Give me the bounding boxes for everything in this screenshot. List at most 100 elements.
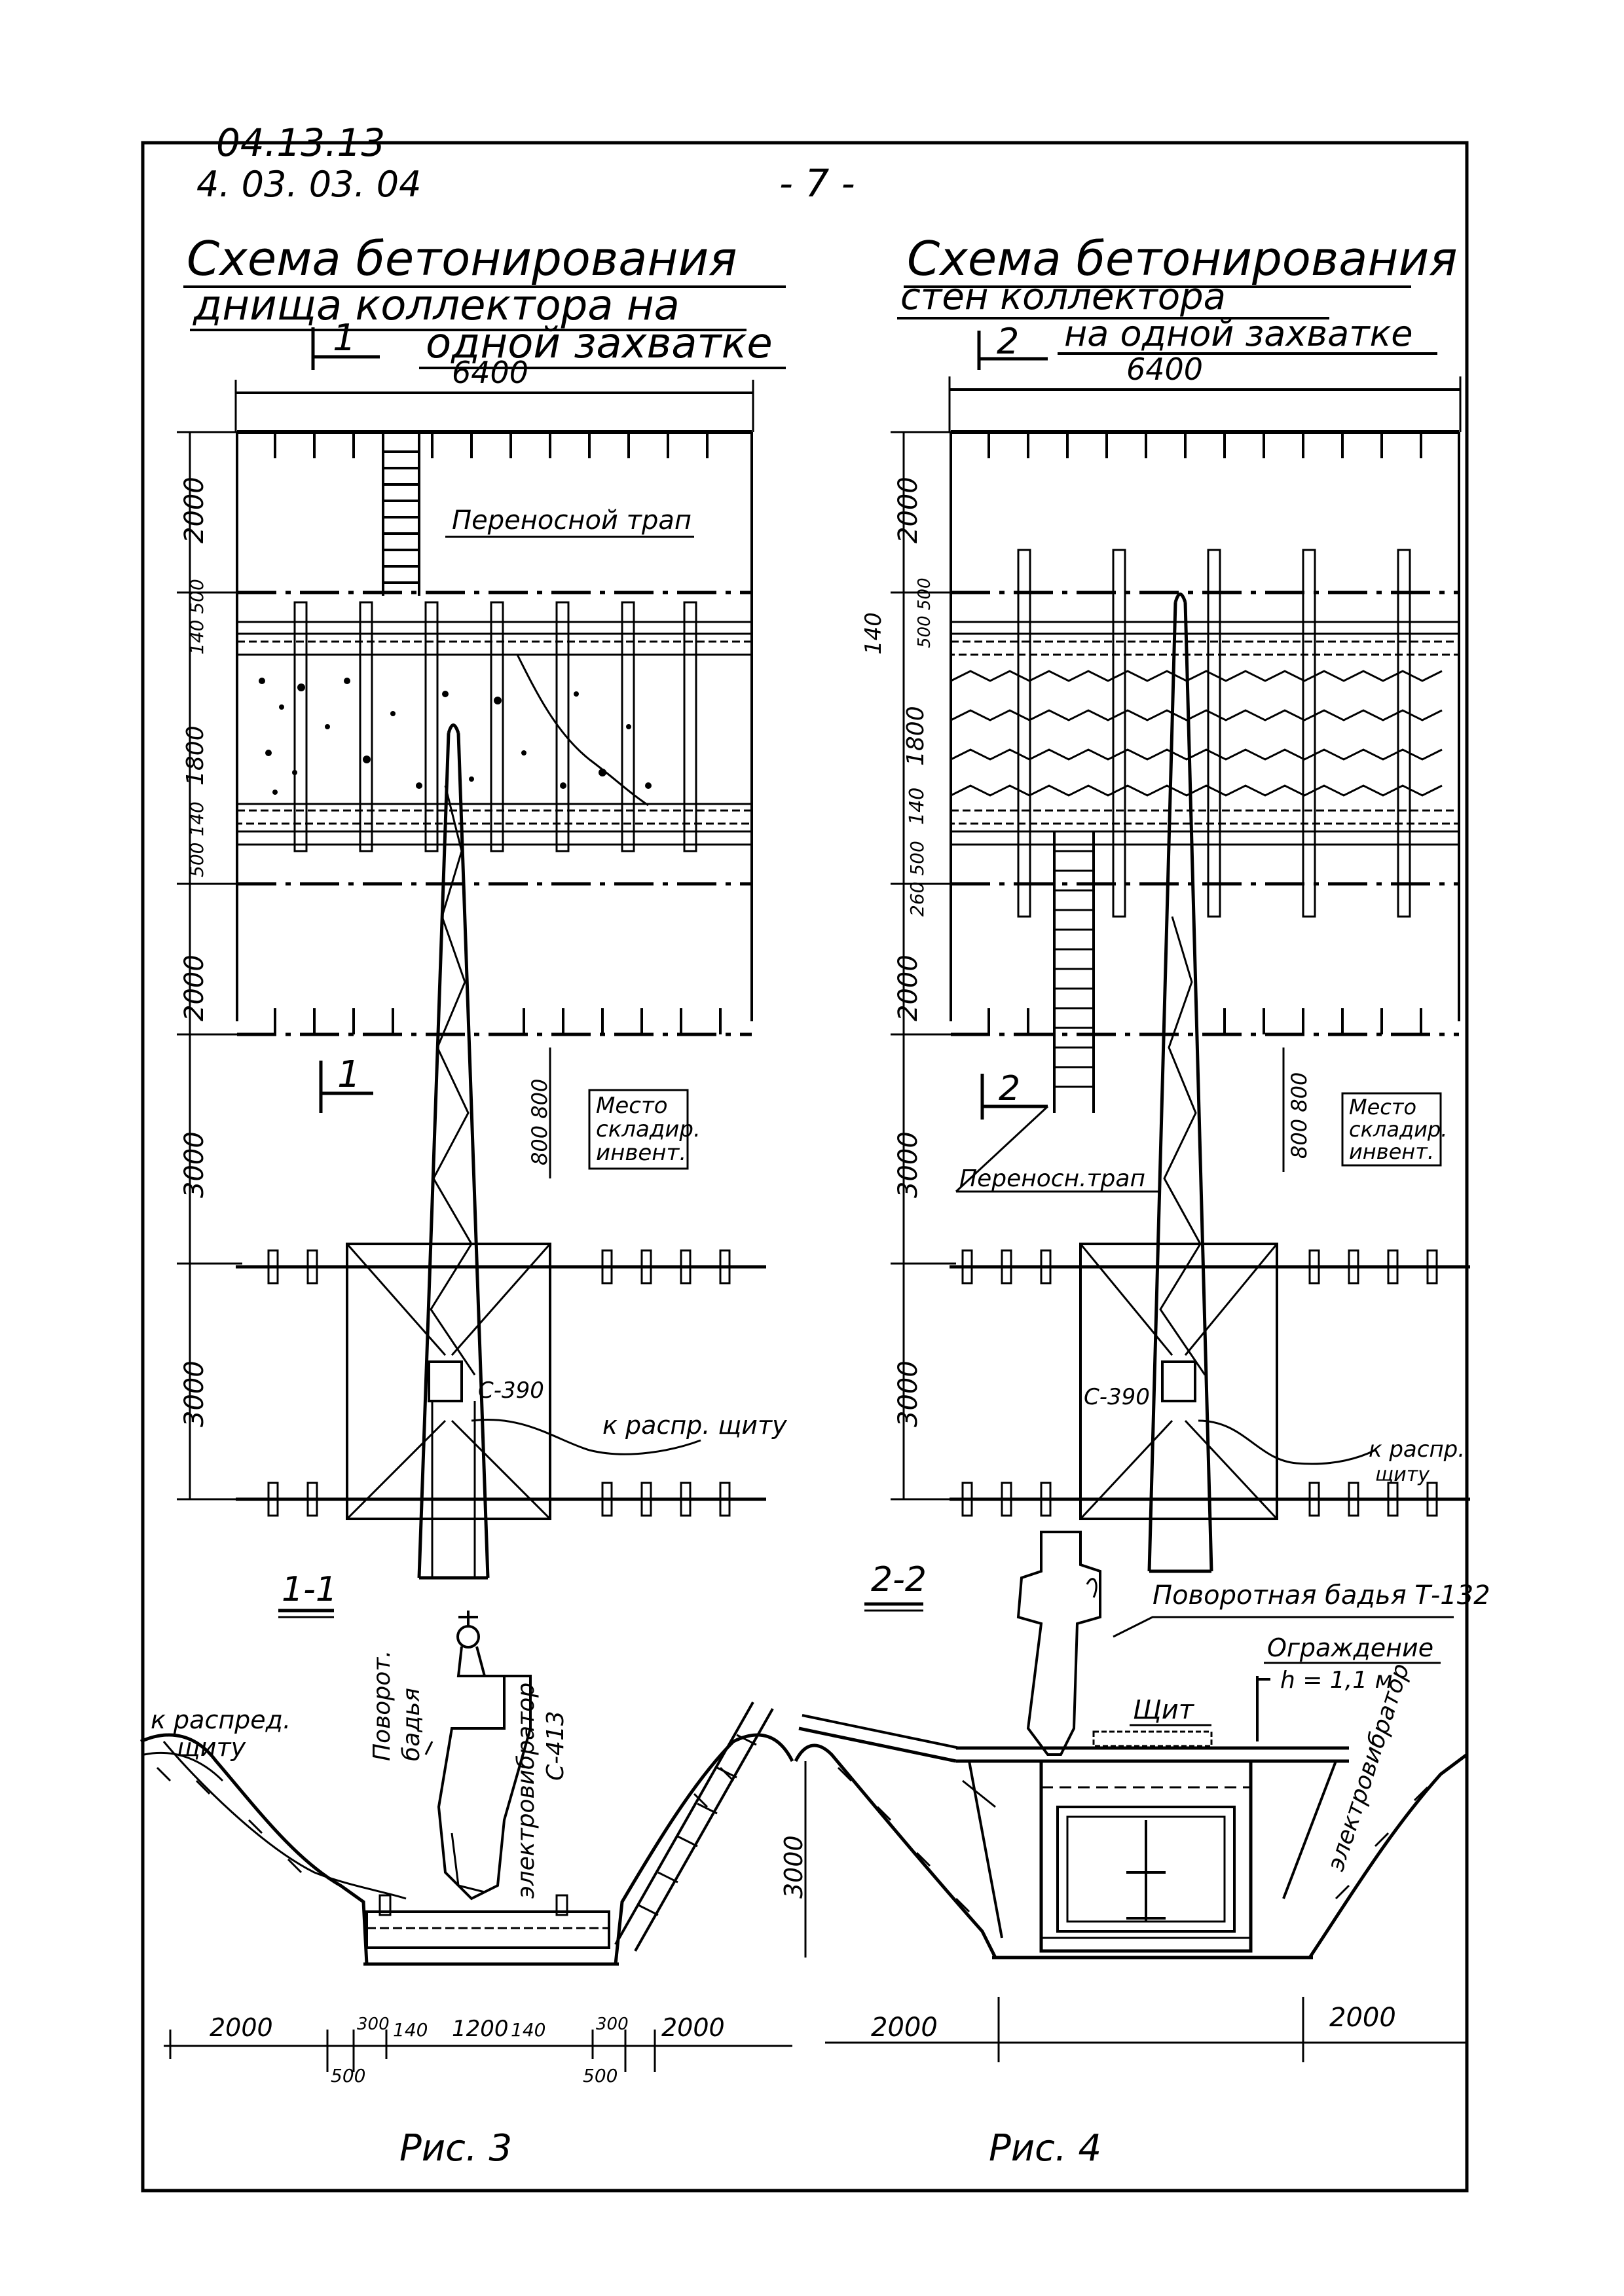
- fig4-depth-dim: 3000: [779, 1835, 808, 1899]
- fig3-span-dim: 6400: [452, 355, 528, 390]
- fig4-dim-b1: 2000: [1329, 2003, 1396, 2033]
- fig4-dim-500-500: 500 500: [915, 577, 934, 648]
- fig4-ladder-label: Переносн.трап: [959, 1165, 1145, 1192]
- fig3-title-line3: одной захватке: [426, 319, 773, 368]
- svg-text:Место: Место: [1349, 1095, 1416, 1120]
- svg-text:2: 2: [999, 1069, 1020, 1108]
- fig3-dim-3000-a: 3000: [179, 1131, 210, 1198]
- fig3-edge-ticks-bottom: [274, 1008, 722, 1034]
- page-number: - 7 -: [779, 161, 855, 206]
- fig4-cable: [1198, 1419, 1376, 1465]
- fig4-rail-sleepers: [961, 1249, 1438, 1517]
- doc-code: 4. 03. 03. 04: [196, 164, 422, 205]
- fig4-crane-boom: [1147, 592, 1213, 1573]
- fig4-fence-label-2: h = 1,1 м: [1280, 1667, 1393, 1694]
- svg-text:Место: Место: [596, 1093, 668, 1119]
- fig3-title: Схема бетонирования днища коллектора на …: [183, 231, 786, 369]
- fig4-dim-3000-a: 3000: [893, 1131, 923, 1198]
- fig4-collector-formwork: [1039, 1759, 1253, 1953]
- fig4-span-dim: 6400: [1126, 352, 1203, 387]
- fig3-caption: Рис. 3: [399, 2127, 512, 2170]
- svg-text:800 800: 800 800: [527, 1079, 552, 1165]
- fig3-crane-boom: [417, 723, 490, 1580]
- fig4-formwork-fill: [950, 670, 1443, 797]
- fig3-dim-500-140: 500 140: [186, 801, 208, 877]
- fig4-caption: Рис. 4: [989, 2127, 1101, 2170]
- fig3-dim-b6: 2000: [661, 2013, 725, 2042]
- fig4-dim-b0: 2000: [871, 2013, 938, 2043]
- fig3-dim-2000-mid: 2000: [179, 955, 210, 1021]
- fig4-cable-label-1: к распр.: [1369, 1436, 1465, 1463]
- fig3-vibrator-text-1: электровибратор: [513, 1683, 540, 1899]
- fig3-title-line2: днища коллектора на: [193, 282, 680, 330]
- fig4-edge-ticks-bottom: [987, 1008, 1422, 1034]
- fig4-bucket-label: Поворотная бадья Т-132: [1153, 1580, 1490, 1611]
- fig4-shield-label: Щит: [1133, 1695, 1195, 1725]
- svg-text:1: 1: [333, 317, 356, 359]
- fig4-vibrator-label: С-390: [1084, 1384, 1150, 1410]
- fig3-dim-140-500: 140 500: [186, 579, 208, 655]
- fig3-storage: 800 800 Место складир. инвент.: [527, 1048, 701, 1178]
- fig3-dim-1800: 1800: [182, 725, 209, 786]
- fig3-cable: [471, 1418, 701, 1455]
- fig3-subdim-0: 500: [331, 2065, 365, 2086]
- fig4-section-title: 2-2: [871, 1560, 927, 1599]
- fig3-rotary-bucket: [437, 1611, 532, 1901]
- svg-text:складир.: складир.: [1349, 1117, 1447, 1142]
- fig3-portable-ladder: [382, 432, 420, 596]
- fig3-dim-b4: 140: [511, 2019, 545, 2041]
- fig3-title-line1: Схема бетонирования: [187, 231, 737, 286]
- fig3-concrete-fill: [259, 678, 652, 795]
- fig4-edge-ticks: [987, 432, 1422, 458]
- section-1-1: 1-1 Поворот. бадья электровибратор С-413…: [139, 1570, 794, 2170]
- svg-text:2: 2: [997, 321, 1019, 362]
- fig3-slab-formwork: [365, 1910, 610, 1949]
- fig4-dim-260-500: 260 500: [906, 841, 928, 917]
- fig3-formwork-posts: [293, 601, 697, 852]
- fig4-title-line1: Схема бетонирования: [907, 231, 1458, 286]
- fig3-crane-base: [346, 1243, 551, 1520]
- fig3-section-title: 1-1: [282, 1570, 337, 1609]
- fig4-section-mark-top: 2: [977, 321, 1048, 370]
- fig4-portable-ladder: [1053, 831, 1095, 1113]
- fig3-dim-3000-b: 3000: [179, 1360, 210, 1427]
- fig4-dim-1800: 1800: [902, 706, 929, 766]
- fig4-dim-3000-b: 3000: [893, 1360, 923, 1427]
- fig3-dim-b5: 300: [596, 2014, 629, 2034]
- fig3-section-mark-bottom: 1: [337, 1053, 361, 1096]
- fig3-edge-ticks: [274, 432, 709, 458]
- fig3-bucket-label-1: Поворот.: [369, 1650, 396, 1761]
- fig3-section-mark-top: 1: [311, 317, 380, 370]
- fig4-section-mark-mid: 2: [980, 1069, 1048, 1120]
- fig4-storage: 800 800 Место складир. инвент.: [1282, 1048, 1447, 1172]
- fig3-dim-b1: 300: [357, 2014, 390, 2034]
- section-2-2: 2-2 Поворотная бадья Т-132 Ограждение h …: [779, 1531, 1490, 2170]
- svg-text:800 800: 800 800: [1287, 1072, 1312, 1159]
- fig4-title-line3: на одной захватке: [1064, 313, 1413, 354]
- fig3-subdim-1: 500: [583, 2065, 618, 2086]
- sheet-frame: [141, 141, 1469, 2193]
- fig4-formwork-posts: [1017, 549, 1411, 918]
- fig4-plan: 6400: [860, 352, 1470, 1573]
- fig3-ground-profile: [139, 1733, 794, 1966]
- fig3-bucket-label-2: бадья: [398, 1688, 425, 1761]
- fig3-cable-text-2: щиту: [177, 1733, 246, 1762]
- fig4-fence-label-1: Ограждение: [1267, 1633, 1433, 1662]
- fig4-dim-140-a: 140: [860, 612, 887, 655]
- fig3-vibrator-label: С-390: [478, 1377, 544, 1404]
- fig4-dim-2000-top: 2000: [893, 477, 923, 543]
- fig3-cable-label: к распр. щиту: [602, 1411, 787, 1440]
- fig3-ladder-label: Переносной трап: [452, 505, 692, 536]
- svg-text:инвент.: инвент.: [1349, 1139, 1434, 1164]
- fig4-cable-label-2: щиту: [1375, 1463, 1430, 1486]
- fig4-ground-profile: [794, 1743, 1468, 1959]
- svg-text:инвент.: инвент.: [596, 1140, 686, 1166]
- fig4-title-line2: стен коллектора: [900, 276, 1226, 318]
- fig4-dim-140-b: 140: [906, 788, 929, 825]
- fig3-dim-b3: 1200: [452, 2016, 509, 2042]
- fig3-dim-b0: 2000: [210, 2013, 273, 2042]
- fig3-rail-sleepers: [267, 1249, 731, 1517]
- fig4-dim-2000-mid: 2000: [893, 955, 923, 1021]
- svg-text:складир.: складир.: [596, 1116, 701, 1142]
